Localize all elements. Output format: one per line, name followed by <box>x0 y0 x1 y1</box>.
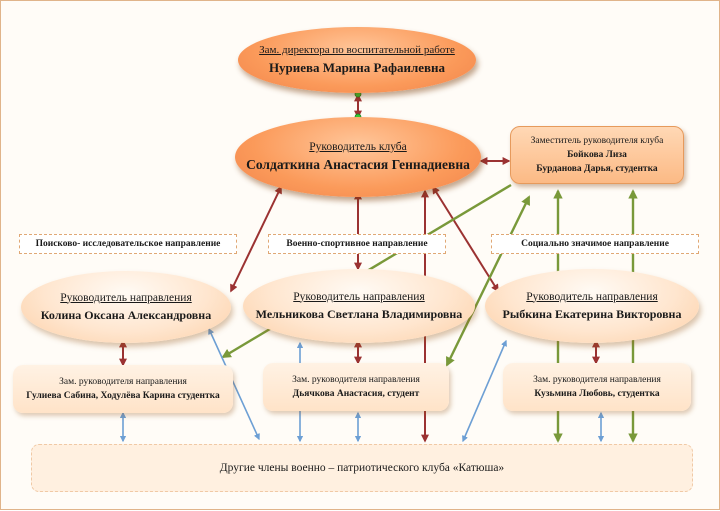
direction-head-3-name: Рыбкина Екатерина Викторовна <box>502 306 682 321</box>
direction-deputy-2-name: Дьячкова Анастасия, студент <box>292 389 420 399</box>
club-deputy-line2: Бурданова Дарья, студентка <box>536 164 658 174</box>
direction-head-3: Руководитель направления Рыбкина Екатери… <box>485 269 699 343</box>
club-deputy-line1: Бойкова Лиза <box>567 150 627 160</box>
club-deputy-box: Заместитель руководителя клуба Бойкова Л… <box>510 126 684 184</box>
club-deputy-title: Заместитель руководителя клуба <box>530 136 664 146</box>
direction-deputy-2: Зам. руководителя направления Дьячкова А… <box>263 363 449 411</box>
arrow-dir1-to-members <box>208 327 260 441</box>
direction-head-1-title: Руководитель направления <box>60 291 192 304</box>
direction-head-1: Руководитель направления Колина Оксана А… <box>21 271 231 343</box>
club-head-title: Руководитель клуба <box>309 141 407 153</box>
direction-deputy-1-title: Зам. руководителя направления <box>59 377 187 387</box>
arrow-dir3-to-members <box>462 339 507 443</box>
direction-head-3-title: Руководитель направления <box>526 290 658 303</box>
direction-deputy-3: Зам. руководителя направления Кузьмина Л… <box>503 363 691 411</box>
club-members-box: Другие члены военно – патриотического кл… <box>31 444 693 492</box>
arrow-head-to-direction-1 <box>230 185 282 293</box>
direction-deputy-1: Зам. руководителя направления Гулиева Са… <box>13 365 233 413</box>
direction-head-2-title: Руководитель направления <box>293 290 425 303</box>
direction-deputy-3-name: Кузьмина Любовь, студентка <box>534 389 660 399</box>
direction-deputy-1-name: Гулиева Сабина, Ходулёва Карина студентк… <box>26 391 220 401</box>
direction-deputy-3-title: Зам. руководителя направления <box>533 375 661 385</box>
direction-head-2-name: Мельникова Светлана Владимировна <box>255 306 463 321</box>
direction-head-1-name: Колина Оксана Александровна <box>40 307 212 322</box>
deputy-director-title: Зам. директора по воспитательной работе <box>259 44 455 56</box>
club-head-name: Солдаткина Анастасия Геннадиевна <box>246 157 470 172</box>
arrow-cdeputy-to-dep2 <box>445 195 531 367</box>
deputy-director-node: Зам. директора по воспитательной работе … <box>238 27 476 93</box>
direction-head-2: Руководитель направления Мельникова Свет… <box>243 269 475 343</box>
deputy-director-name: Нуриева Марина Рафаилевна <box>268 60 446 75</box>
direction-label-3: Социально значимое направление <box>491 234 699 254</box>
direction-deputy-2-title: Зам. руководителя направления <box>292 375 420 385</box>
direction-label-2: Военно-спортивное направление <box>268 234 446 254</box>
club-head-node: Руководитель клуба Солдаткина Анастасия … <box>235 117 481 197</box>
direction-label-1: Поисково- исследовательское направление <box>19 234 237 254</box>
